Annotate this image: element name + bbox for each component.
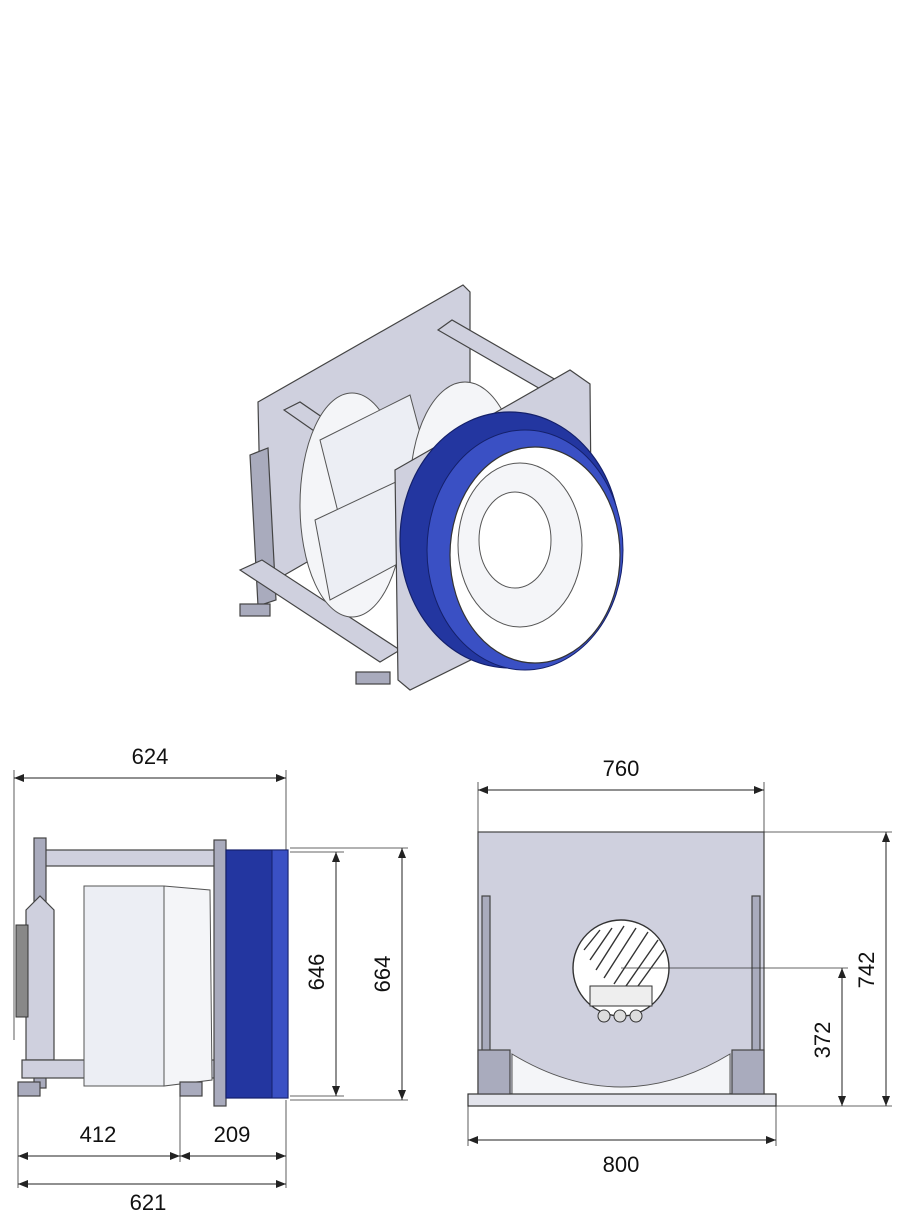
front-cable-gland xyxy=(613,1009,627,1023)
side-front-plate xyxy=(213,839,227,1107)
side-impeller-shroud xyxy=(163,885,213,1087)
front-bracket-right xyxy=(731,1049,765,1095)
side-motor xyxy=(15,924,29,1018)
dim-label-742: 742 xyxy=(854,952,879,989)
front-left-post xyxy=(481,895,491,1067)
side-impeller xyxy=(83,885,165,1087)
side-foot-right xyxy=(179,1081,203,1097)
side-inlet-ring-edge xyxy=(271,849,289,1099)
front-cable-gland xyxy=(629,1009,643,1023)
dim-label-664: 664 xyxy=(370,956,395,993)
side-left-bracket xyxy=(25,895,55,1061)
dim-label-624: 624 xyxy=(132,744,169,769)
dim-label-412: 412 xyxy=(80,1122,117,1147)
front-right-post xyxy=(751,895,761,1067)
dim-label-209: 209 xyxy=(214,1122,251,1147)
side-view: 624 646 664 412 209 621 xyxy=(13,744,408,1214)
dim-label-760: 760 xyxy=(603,756,640,781)
iso-hub xyxy=(478,491,552,589)
dim-label-646: 646 xyxy=(304,954,329,991)
front-view: 760 742 372 800 xyxy=(467,756,892,1177)
isometric-view xyxy=(238,284,624,691)
front-impeller xyxy=(511,1053,731,1095)
iso-foot-right xyxy=(355,671,391,685)
front-base-plate xyxy=(467,1093,777,1107)
dim-label-621: 621 xyxy=(130,1190,167,1214)
dim-label-800: 800 xyxy=(603,1152,640,1177)
front-cable-gland xyxy=(597,1009,611,1023)
iso-foot-left xyxy=(239,603,271,617)
front-bracket-left xyxy=(477,1049,511,1095)
front-terminal-box xyxy=(589,985,653,1007)
side-top-rail xyxy=(43,849,221,867)
dim-label-372: 372 xyxy=(810,1022,835,1059)
side-foot-left xyxy=(17,1081,41,1097)
